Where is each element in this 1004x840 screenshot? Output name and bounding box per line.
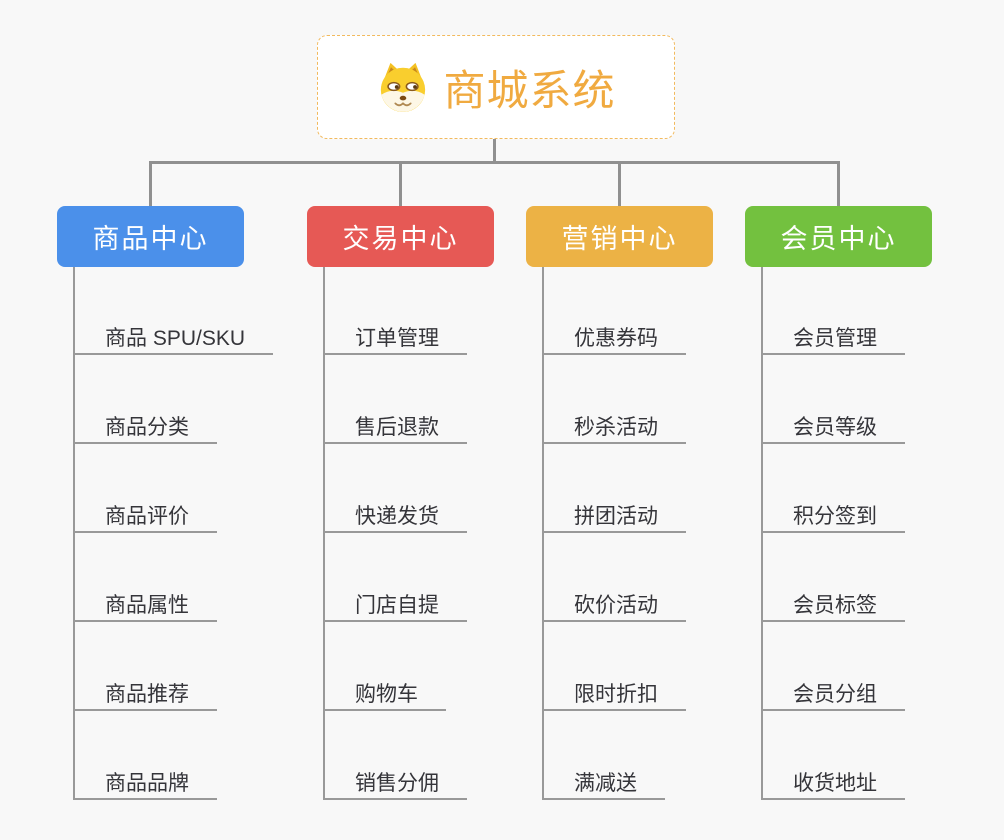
- leaf-node[interactable]: 会员等级: [761, 406, 905, 444]
- branch-node-4[interactable]: 会员中心: [745, 206, 932, 267]
- leaf-node[interactable]: 砍价活动: [542, 584, 686, 622]
- branch-child-connector-line: [323, 267, 325, 800]
- leaf-node-label: 砍价活动: [574, 594, 658, 617]
- branch-child-connector-line: [761, 267, 763, 800]
- branch-node-label: 交易中心: [342, 224, 459, 254]
- leaf-node-label: 会员管理: [793, 327, 877, 350]
- leaf-node[interactable]: 优惠券码: [542, 317, 686, 355]
- branch-node-label: 商品中心: [92, 224, 209, 254]
- branch-node-1[interactable]: 商品中心: [57, 206, 244, 267]
- leaf-node-label: 会员标签: [793, 594, 877, 617]
- leaf-node[interactable]: 会员管理: [761, 317, 905, 355]
- leaf-node[interactable]: 购物车: [323, 673, 446, 711]
- leaf-node[interactable]: 收货地址: [761, 762, 905, 800]
- leaf-node-label: 商品 SPU/SKU: [105, 327, 246, 350]
- leaf-node-label: 商品推荐: [105, 683, 189, 706]
- leaf-node-label: 快递发货: [355, 505, 439, 528]
- leaf-node[interactable]: 积分签到: [761, 495, 905, 533]
- leaf-node-label: 满减送: [574, 772, 637, 795]
- leaf-node-label: 销售分佣: [355, 772, 439, 795]
- branch-rail-line: [149, 161, 840, 207]
- branch-child-connector-line: [542, 267, 544, 800]
- leaf-node[interactable]: 会员标签: [761, 584, 905, 622]
- leaf-node-label: 门店自提: [355, 594, 439, 617]
- leaf-node[interactable]: 销售分佣: [323, 762, 467, 800]
- shiba-dog-icon: [376, 61, 430, 113]
- leaf-node-label: 售后退款: [355, 416, 439, 439]
- branch-node-2[interactable]: 交易中心: [307, 206, 494, 267]
- leaf-node-label: 限时折扣: [574, 683, 658, 706]
- root-node[interactable]: 商城系统: [317, 35, 675, 139]
- leaf-node-label: 商品评价: [105, 505, 189, 528]
- leaf-node-label: 商品品牌: [105, 772, 189, 795]
- leaf-node[interactable]: 限时折扣: [542, 673, 686, 711]
- leaf-node[interactable]: 商品推荐: [73, 673, 217, 711]
- leaf-node[interactable]: 门店自提: [323, 584, 467, 622]
- leaf-node[interactable]: 商品评价: [73, 495, 217, 533]
- leaf-node[interactable]: 商品 SPU/SKU: [73, 317, 274, 355]
- leaf-node[interactable]: 商品属性: [73, 584, 217, 622]
- leaf-node[interactable]: 拼团活动: [542, 495, 686, 533]
- leaf-node-label: 优惠券码: [574, 327, 658, 350]
- leaf-node-label: 积分签到: [793, 505, 877, 528]
- branch-node-label: 营销中心: [561, 224, 678, 254]
- leaf-node[interactable]: 秒杀活动: [542, 406, 686, 444]
- leaf-node-label: 订单管理: [355, 327, 439, 350]
- leaf-node[interactable]: 快递发货: [323, 495, 467, 533]
- root-node-title: 商城系统: [443, 66, 616, 114]
- leaf-node-label: 会员等级: [793, 416, 877, 439]
- leaf-node[interactable]: 订单管理: [323, 317, 467, 355]
- leaf-node-label: 秒杀活动: [574, 416, 658, 439]
- leaf-node[interactable]: 商品分类: [73, 406, 217, 444]
- leaf-node-label: 商品分类: [105, 416, 189, 439]
- leaf-node[interactable]: 满减送: [542, 762, 665, 800]
- leaf-node-label: 商品属性: [105, 594, 189, 617]
- branch-node-3[interactable]: 营销中心: [526, 206, 713, 267]
- leaf-node-label: 拼团活动: [574, 505, 658, 528]
- leaf-node[interactable]: 售后退款: [323, 406, 467, 444]
- branch-child-connector-line: [73, 267, 75, 800]
- branch-node-label: 会员中心: [780, 224, 897, 254]
- leaf-node-label: 会员分组: [793, 683, 877, 706]
- leaf-node-label: 购物车: [355, 683, 418, 706]
- leaf-node[interactable]: 商品品牌: [73, 762, 217, 800]
- leaf-node-label: 收货地址: [793, 772, 877, 795]
- leaf-node[interactable]: 会员分组: [761, 673, 905, 711]
